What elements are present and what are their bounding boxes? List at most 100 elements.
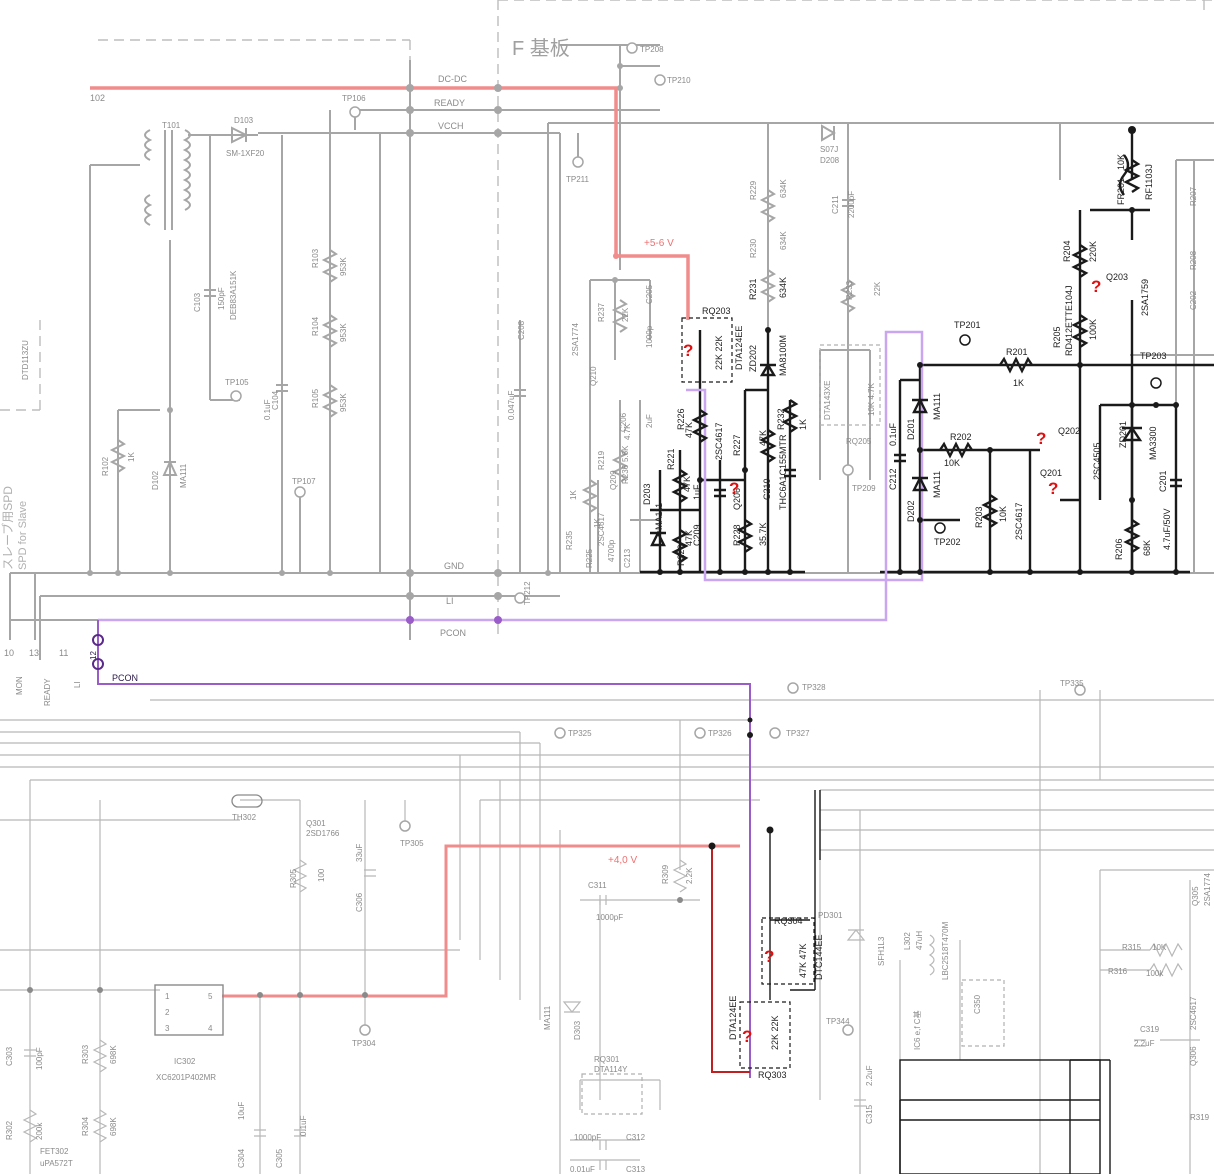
pcon-trace: [98, 330, 924, 622]
r205-value: 100K: [1088, 319, 1098, 340]
th302-label: TH302: [232, 813, 257, 822]
d303-part: MA111: [543, 1005, 552, 1030]
q306-label: Q306: [1189, 1046, 1198, 1066]
d102-label: D102: [151, 470, 160, 490]
rq304-label: RQ304: [774, 916, 803, 926]
r220-label: R220: [676, 544, 686, 566]
rq303-part: DTA124EE: [728, 996, 738, 1040]
r208-label: R208: [1189, 250, 1198, 270]
d201-part: MA111: [932, 393, 942, 420]
fet302-part: uPA572T: [40, 1159, 73, 1168]
c209-label: C209: [692, 524, 702, 546]
r305-label: R305: [289, 868, 298, 888]
c311-value: 1000pF: [596, 913, 623, 922]
r315-label: R315: [1122, 943, 1142, 952]
c313-value: 0.01uF: [570, 1165, 595, 1174]
rq303-values: 22K 22K: [770, 1015, 780, 1050]
c213-value: 4700p: [607, 539, 616, 562]
upper-gray-wiring: [9, 44, 1214, 660]
c205-value: 1000p: [645, 325, 654, 348]
r237-value: 22K: [621, 307, 630, 322]
d102-part: MA111: [179, 463, 188, 488]
r201-value: 1K: [1013, 378, 1024, 388]
bus-vcch: VCCH: [438, 121, 464, 131]
dtd-label: DTD113ZU: [21, 340, 30, 380]
q203-part: 2SA1759: [1140, 279, 1150, 316]
r230-value: 634K: [779, 231, 788, 250]
highlighted-traces: [90, 86, 924, 1078]
ic302-pin5: 5: [208, 992, 213, 1001]
tp-label: TP203: [1140, 351, 1167, 361]
t101-label: T101: [162, 121, 181, 130]
c201-label: C201: [1158, 470, 1168, 492]
connector-label-mon: MON: [15, 676, 24, 695]
c211-label: C211: [831, 195, 840, 214]
r104-value: 953K: [339, 323, 348, 342]
r303-value: 698K: [109, 1045, 118, 1064]
tp-label: TP328: [802, 683, 826, 692]
r221-label: R221: [666, 448, 676, 470]
c103-part: DEB83A151K: [229, 270, 238, 320]
r304-label: R304: [81, 1116, 90, 1136]
bus-li: LI: [446, 596, 454, 606]
question-mark: ?: [764, 947, 774, 966]
tp-label: TP305: [400, 839, 424, 848]
q206-part: 2SC4617: [714, 422, 724, 460]
c350-label: C350: [973, 994, 982, 1014]
r231-label: R231: [748, 278, 758, 300]
board-title: F 基板: [512, 37, 570, 60]
r105-value: 953K: [339, 393, 348, 412]
c304-label: C304: [237, 1148, 246, 1168]
q305-label: Q305: [1191, 886, 1200, 906]
pd301-label: PD301: [818, 911, 843, 920]
r206-label: R206: [1114, 538, 1124, 560]
tp-label: TP211: [566, 175, 590, 184]
c202-label: C202: [1189, 290, 1198, 310]
bus-pcon: PCON: [440, 628, 466, 638]
connector-pin-11: 11: [59, 648, 68, 658]
r230-label: R230: [749, 238, 758, 258]
rq205-values: 10K 4.7K: [867, 382, 876, 416]
rq301-part: DTA114Y: [594, 1065, 628, 1074]
r237-label: R237: [597, 302, 606, 322]
q209-label: Q209: [609, 470, 618, 490]
c315-label: C315: [865, 1104, 874, 1124]
r103-label: R103: [311, 248, 320, 268]
rq301-box: [581, 1073, 643, 1115]
resistor-symbols: [22, 159, 1183, 1143]
ic302-pin2: 2: [165, 1008, 170, 1017]
tp-label: TP209: [852, 484, 876, 493]
tp-label: TP326: [708, 729, 732, 738]
r228-label: R228: [732, 524, 742, 546]
c303-label: C303: [5, 1046, 14, 1066]
c206-value: 2uF: [645, 414, 654, 428]
c319-label: C319: [1140, 1025, 1160, 1034]
c313-label: C313: [626, 1165, 646, 1174]
q305-part: 2SA1774: [1203, 873, 1212, 906]
tp-label: TP327: [786, 729, 810, 738]
ic-label: IC6 e,f C基: [912, 1010, 922, 1050]
zd201-label: ZD201: [1118, 421, 1128, 448]
c311-label: C311: [588, 881, 607, 890]
r202-label: R202: [950, 432, 972, 442]
r229-value: 634K: [779, 179, 788, 198]
c312-value: 1000pF: [574, 1133, 601, 1142]
dta143-label: DTA143XE: [823, 381, 832, 420]
q201-label: Q201: [1040, 468, 1062, 478]
corner-ref: 102: [90, 93, 105, 103]
pcon-trace-lower: [97, 620, 751, 1078]
ic302-part: XC6201P402MR: [156, 1073, 216, 1082]
l302-label: L302: [903, 932, 912, 950]
r316-label: R316: [1108, 967, 1128, 976]
r207-label: R207: [1189, 186, 1198, 206]
r102-value: 1K: [127, 452, 136, 462]
q201-part: 2SC4617: [1014, 502, 1024, 540]
lower-gray-wiring: [0, 690, 1214, 1174]
zd201-part: MA3300: [1148, 426, 1158, 460]
bus-ready: READY: [434, 98, 465, 108]
c103-label: C103: [193, 292, 202, 312]
c210-label: C210: [762, 478, 772, 500]
r236-label: R236: [621, 464, 630, 484]
r226-label: R226: [676, 408, 686, 430]
